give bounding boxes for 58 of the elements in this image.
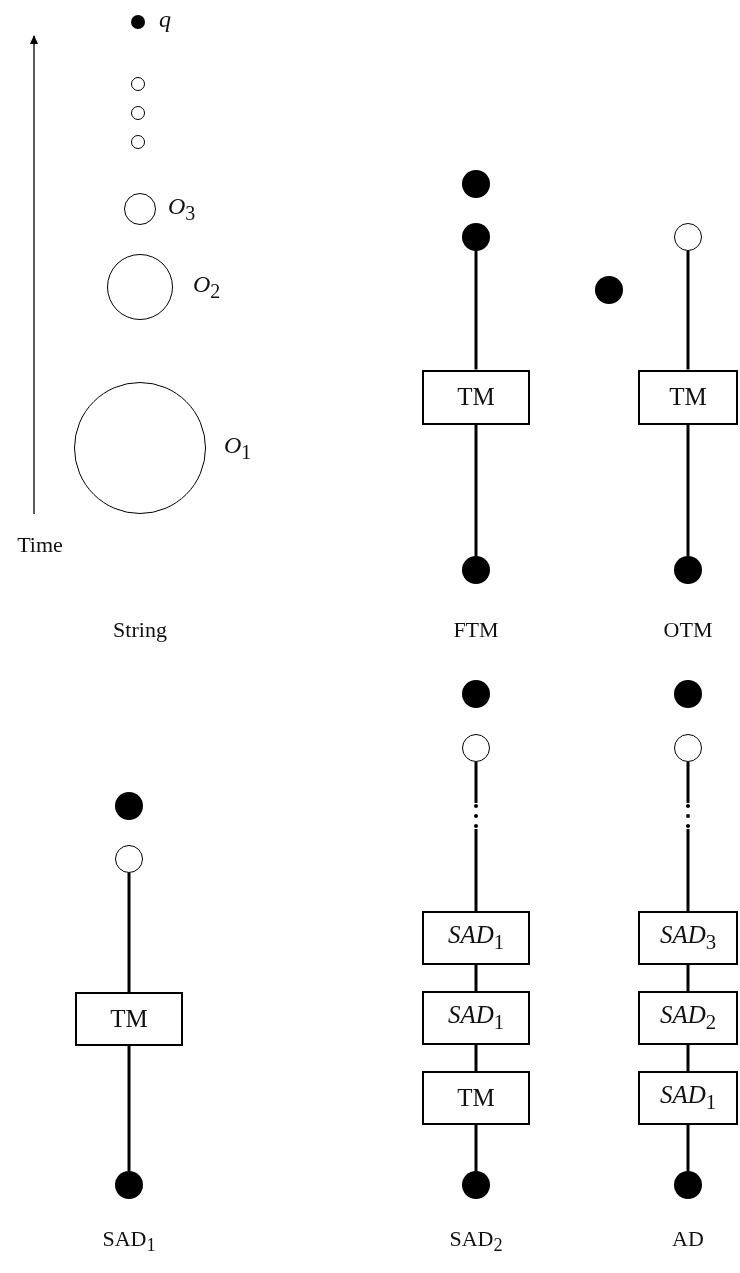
vertical-ellipsis-icon <box>473 803 479 829</box>
connector-line <box>474 1045 478 1071</box>
open-circle <box>674 734 702 762</box>
axis-label: Time <box>17 532 63 558</box>
panel-caption: FTM <box>453 617 499 643</box>
process-box: SAD$_{2}$ <box>638 991 738 1045</box>
filled-dot <box>462 223 490 251</box>
filled-dot <box>462 556 490 584</box>
open-circle <box>124 193 156 225</box>
filled-dot <box>674 680 702 708</box>
panel-caption: SAD$_{2}$ <box>449 1226 503 1257</box>
connector-line <box>474 965 478 991</box>
vertical-ellipsis-icon <box>685 803 691 829</box>
open-circle <box>131 135 145 149</box>
connector-line <box>474 424 478 556</box>
open-circle <box>462 734 490 762</box>
filled-dot <box>462 1171 490 1199</box>
connector-line <box>686 1045 690 1071</box>
connector-line <box>127 1046 131 1171</box>
panel-caption: OTM <box>663 617 713 643</box>
filled-dot <box>115 792 143 820</box>
connector-line <box>474 762 478 803</box>
connector-line <box>686 829 690 911</box>
connector-line <box>127 873 131 992</box>
panel-caption: String <box>113 617 167 643</box>
open-circle <box>131 106 145 120</box>
node-label: O$_{2}$ <box>193 271 221 303</box>
connector-line <box>474 829 478 911</box>
filled-dot <box>674 556 702 584</box>
panel-caption: SAD$_{1}$ <box>102 1226 156 1257</box>
process-box: SAD$_{1}$ <box>422 911 530 965</box>
filled-dot <box>115 1171 143 1199</box>
filled-dot <box>595 276 623 304</box>
process-box: TM <box>75 992 183 1046</box>
connector-line <box>686 762 690 803</box>
connector-line <box>686 424 690 556</box>
filled-dot <box>674 1171 702 1199</box>
process-box: SAD$_{1}$ <box>638 1071 738 1125</box>
connector-line <box>474 251 478 370</box>
connector-line <box>686 251 690 370</box>
process-box: TM <box>422 1071 530 1125</box>
filled-dot <box>131 15 145 29</box>
connector-line <box>474 1125 478 1171</box>
process-box: TM <box>422 369 530 425</box>
filled-dot <box>462 680 490 708</box>
node-label: O$_{3}$ <box>168 193 196 225</box>
node-label: O$_{1}$ <box>224 432 252 464</box>
open-circle <box>131 77 145 91</box>
panel-caption: AD <box>672 1226 704 1252</box>
open-circle <box>115 845 143 873</box>
process-box: SAD$_{1}$ <box>422 991 530 1045</box>
process-box: TM <box>638 369 738 425</box>
connector-line <box>686 965 690 991</box>
process-box: SAD$_{3}$ <box>638 911 738 965</box>
open-circle <box>674 223 702 251</box>
filled-dot <box>462 170 490 198</box>
connector-line <box>686 1125 690 1171</box>
node-label: q <box>159 6 171 33</box>
